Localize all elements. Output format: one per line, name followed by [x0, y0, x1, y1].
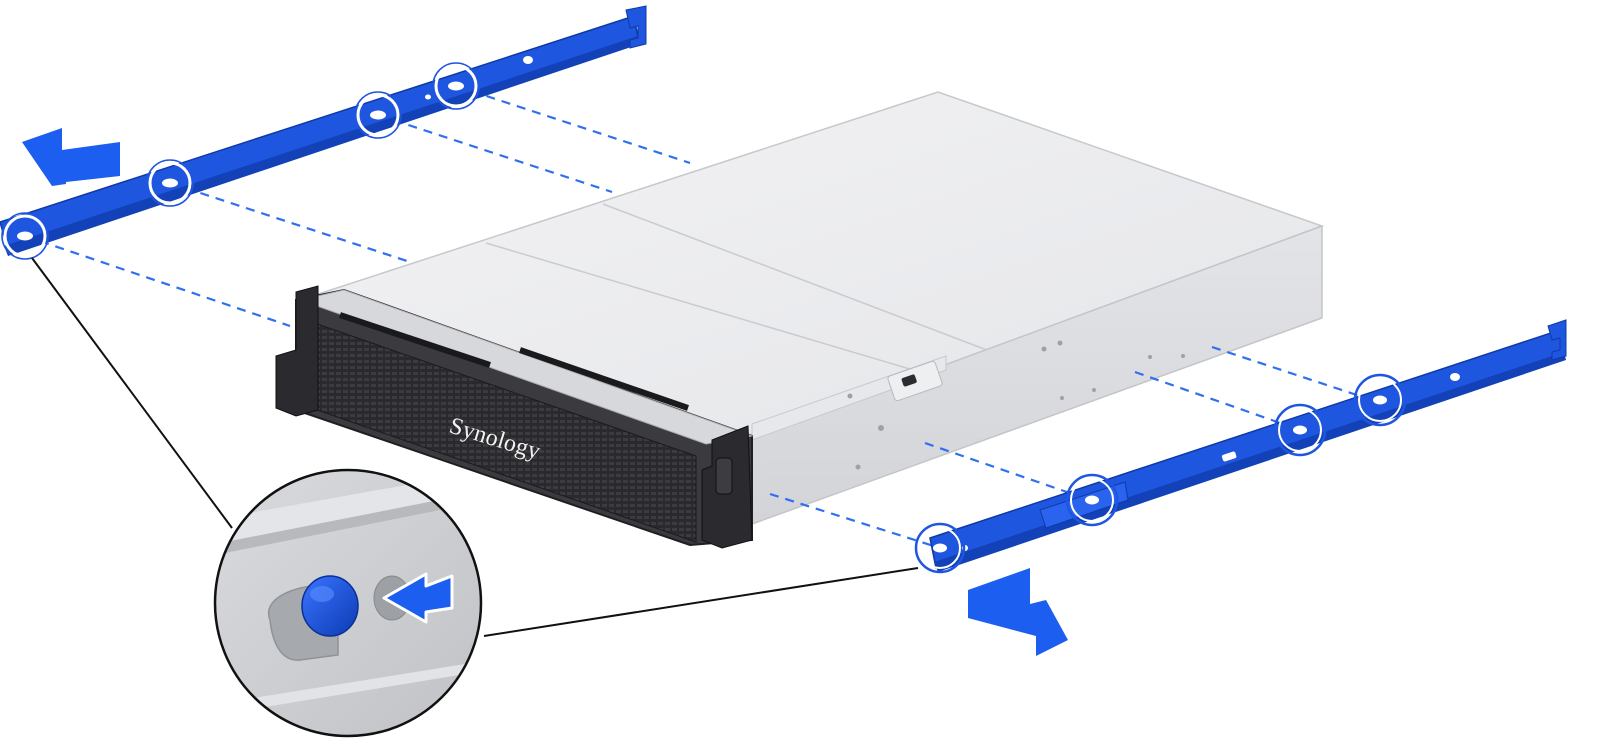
arrow-insert-icon [382, 572, 454, 624]
guide-line [1211, 345, 1379, 404]
pin-marker [1353, 373, 1407, 427]
pin-marker [3, 214, 47, 258]
rail-left-pin-markers [3, 64, 478, 258]
rack-ear-handle [715, 457, 733, 495]
arrow-pull-right-icon [968, 568, 1068, 656]
arrow-pull-left-icon [22, 128, 120, 186]
magnifier-ring [213, 468, 483, 738]
guide-line [1134, 370, 1301, 432]
blue-pin [301, 575, 359, 637]
guide-line [24, 234, 291, 328]
rail-right-inner [1039, 481, 1129, 529]
guide-line [169, 181, 411, 264]
rail-right-flange [934, 352, 1566, 572]
chassis-top-seam [485, 242, 941, 379]
detail-magnifier [213, 468, 483, 738]
guide-line [924, 441, 1091, 502]
nas-chassis [297, 91, 1325, 526]
rail-left-keyholes [425, 56, 533, 100]
rail-right-slots [933, 395, 1387, 553]
bezel-slot [339, 312, 491, 368]
rail-left-slots [17, 81, 464, 241]
rail-left [0, 5, 647, 260]
bezel-slot [519, 347, 689, 411]
callout-line [483, 567, 919, 637]
rail-right-keyholes [962, 373, 1460, 551]
callout-line [31, 257, 233, 529]
rail-left-bracket [625, 5, 647, 49]
pin-marker [434, 64, 478, 108]
front-bezel: Synology [275, 285, 754, 549]
pin-marker [356, 93, 400, 137]
rail-right [914, 319, 1567, 574]
bezel-top-trim [298, 289, 754, 445]
alignment-guides [24, 84, 1379, 550]
pin-marker [914, 522, 966, 574]
chassis-top-seam [602, 203, 1001, 356]
pin-marker [1065, 473, 1119, 527]
pin-marker [1273, 403, 1327, 457]
guide-line [769, 492, 941, 550]
chassis-screws [847, 340, 1185, 470]
pin-marker [148, 161, 192, 205]
rack-ear-left [275, 285, 319, 417]
guide-line [377, 113, 613, 194]
rail-right-pin-markers [914, 373, 1407, 574]
rail-right-bracket [1547, 319, 1567, 361]
latch-button [901, 374, 917, 387]
rail-left-body [0, 15, 639, 251]
